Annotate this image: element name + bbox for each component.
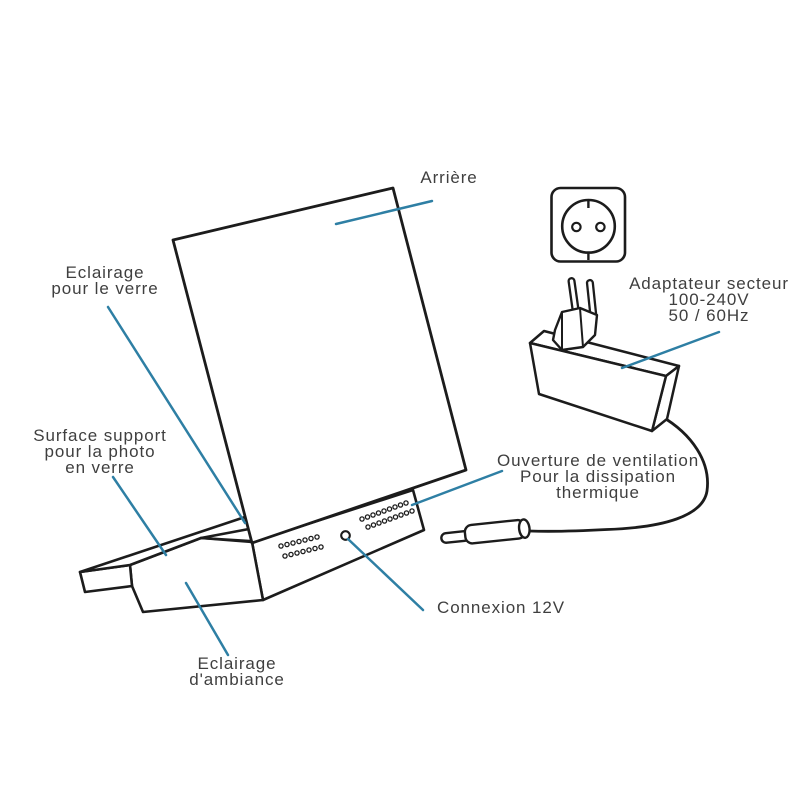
ventilation-hole [290,540,296,546]
ventilation-hole [370,522,377,528]
ventilation-hole [288,551,294,558]
stand-base [78,488,426,614]
ventilation-hole [284,541,290,548]
socket-pin-hole-right [595,221,606,233]
pointer-line-eclairage-verre [106,305,247,525]
label-ambiance: Eclairage d'ambiance [189,654,285,689]
ventilation-hole [308,535,314,542]
pointer-line-surface-support [111,475,168,557]
ventilation-hole [314,534,320,540]
ventilation-hole [312,545,318,552]
glass-slot [199,536,252,543]
pointer-line-adaptateur [620,330,721,370]
plug-body [551,306,599,352]
ventilation-hole [392,504,398,510]
label-adaptateur: Adaptateur secteur 100-240V 50 / 60Hz [629,274,789,325]
back-panel [171,186,468,545]
ventilation-hole [403,510,410,516]
ventilation-hole [409,508,415,514]
label-eclairage-verre: Eclairage pour le verre [51,263,159,298]
ventilation-hole [282,553,288,559]
adapter-front-face [528,341,668,433]
ventilation-hole [381,508,387,514]
ventilation-hole [375,510,382,516]
connector-body [463,518,527,545]
ventilation-hole [318,544,324,550]
ventilation-hole [398,512,404,518]
glass-support-surface [78,515,251,574]
pointer-line-arriere [334,199,434,226]
ventilation-hole [300,548,306,555]
wall-socket-icon [550,186,627,263]
pointer-lines [106,199,721,657]
ventilation-hole [386,506,393,512]
pointer-line-connexion [346,537,425,612]
ventilation-hole [365,524,371,530]
ventilation-hole [397,502,404,508]
ventilation-hole [278,543,284,549]
power-adapter [528,329,681,433]
label-connexion: Connexion 12V [437,598,565,617]
ventilation-hole [392,514,399,520]
ventilation-hole [294,550,300,556]
ventilation-hole [403,500,409,506]
ventilation-hole [359,516,365,522]
ventilation-hole [296,538,302,545]
ventilation-holes [278,500,415,559]
power-cable [527,414,709,533]
ventilation-hole [364,514,371,520]
pointer-line-ambiance [184,581,230,657]
dc-barrel-connector [440,518,531,545]
ventilation-hole [370,512,376,518]
ventilation-hole [387,516,393,522]
socket-pin-hole-left [571,221,582,233]
ventilation-hole [302,537,308,543]
ventilation-hole [306,547,312,553]
label-arriere: Arrière [420,168,478,187]
label-connexion-text: Connexion 12V [437,598,565,617]
label-surface-support: Surface support pour la photo en verre [33,426,167,477]
ventilation-hole [381,518,388,524]
label-ouverture: Ouverture de ventilation Pour la dissipa… [496,451,700,502]
ventilation-hole [376,520,382,526]
connector-end [517,518,531,539]
label-arriere-text: Arrière [420,168,478,187]
pointer-line-ouverture [410,469,504,507]
dc-jack [340,530,351,541]
